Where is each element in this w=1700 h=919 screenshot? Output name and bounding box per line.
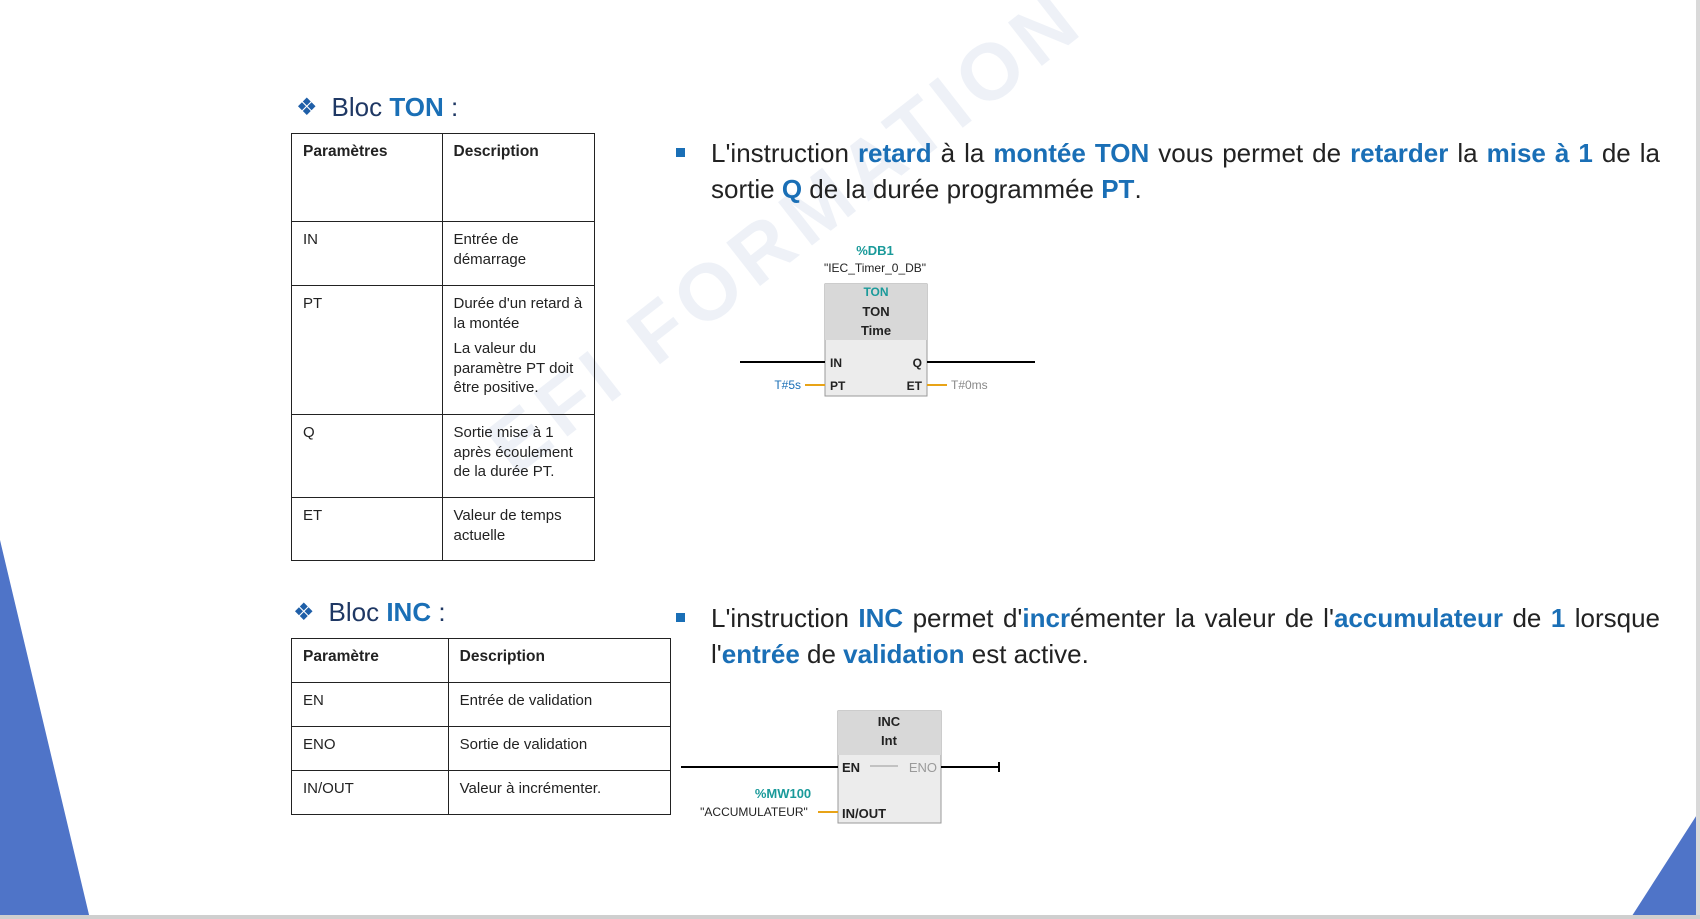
inc-parameter-table: Paramètre Description EN Entrée de valid… bbox=[291, 638, 672, 815]
inc-pin-eno: ENO bbox=[909, 760, 937, 775]
inc-description-bullet: L'instruction INC permet d'incrémenter l… bbox=[676, 600, 1660, 672]
param-description-line: Durée d'un retard à la montée bbox=[453, 295, 583, 332]
square-bullet-icon bbox=[676, 613, 685, 622]
ton-block-subtitle: Time bbox=[861, 323, 891, 338]
param-description: Sortie de validation bbox=[447, 726, 672, 771]
param-description: Valeur à incrémenter. bbox=[447, 770, 672, 815]
table-header-description: Description bbox=[447, 638, 672, 683]
square-bullet-icon bbox=[676, 148, 685, 157]
param-description: Entrée de démarrage bbox=[441, 221, 595, 286]
ton-block-title: TON bbox=[862, 304, 889, 319]
param-name: IN/OUT bbox=[291, 770, 449, 815]
param-name: ET bbox=[291, 497, 443, 561]
param-name: IN bbox=[291, 221, 443, 286]
table-row: IN/OUT Valeur à incrémenter. bbox=[291, 770, 672, 815]
table-row: PT Durée d'un retard à la montée La vale… bbox=[291, 285, 595, 415]
inc-description-text: L'instruction INC permet d'incrémenter l… bbox=[711, 603, 1661, 669]
param-name: PT bbox=[291, 285, 443, 415]
inc-pin-en: EN bbox=[842, 760, 860, 775]
param-name: ENO bbox=[291, 726, 449, 771]
inc-heading-text: Bloc INC : bbox=[328, 597, 446, 627]
param-description: Valeur de temps actuelle bbox=[441, 497, 595, 561]
table-row: Q Sortie mise à 1 après écoulement de la… bbox=[291, 414, 595, 498]
param-description: Entrée de validation bbox=[447, 682, 672, 727]
diamond-bullet-icon: ❖ bbox=[296, 94, 318, 121]
slide-edge-right bbox=[1696, 0, 1700, 919]
ton-block-diagram: %DB1 "IEC_Timer_0_DB" TON TON Time IN Q … bbox=[740, 243, 1035, 397]
corner-decoration-right bbox=[1630, 810, 1700, 919]
table-header-description: Description bbox=[441, 133, 595, 222]
ton-block-header bbox=[825, 284, 927, 340]
ton-pin-pt: PT bbox=[830, 379, 846, 393]
table-header-row: Paramètres Description bbox=[291, 133, 595, 222]
table-row: ENO Sortie de validation bbox=[291, 726, 672, 771]
ton-heading-text: Bloc TON : bbox=[331, 92, 459, 122]
table-header-row: Paramètre Description bbox=[291, 638, 672, 683]
ton-block-type: TON bbox=[863, 285, 888, 299]
inc-operand-name: "ACCUMULATEUR" bbox=[700, 805, 808, 819]
inc-block-diagram: INC Int EN ENO IN/OUT %MW100 "ACCUMULATE… bbox=[681, 710, 1000, 824]
param-description: Durée d'un retard à la montée La valeur … bbox=[441, 285, 595, 415]
ton-pin-q: Q bbox=[913, 356, 922, 370]
ton-description-text: L'instruction retard à la montée TON vou… bbox=[711, 138, 1660, 204]
inc-operand-address: %MW100 bbox=[755, 786, 811, 801]
ton-parameter-table: Paramètres Description IN Entrée de déma… bbox=[291, 133, 595, 561]
ton-description-bullet: L'instruction retard à la montée TON vou… bbox=[676, 135, 1660, 207]
table-header-param: Paramètre bbox=[291, 638, 449, 683]
param-name: Q bbox=[291, 414, 443, 498]
ton-db-address: %DB1 bbox=[856, 243, 894, 258]
corner-decoration-left bbox=[0, 540, 90, 919]
ton-pin-in: IN bbox=[830, 356, 842, 370]
table-row: ET Valeur de temps actuelle bbox=[291, 497, 595, 561]
inc-pin-inout: IN/OUT bbox=[842, 806, 886, 821]
ton-pt-value: T#5s bbox=[774, 378, 801, 392]
inc-block-subtitle: Int bbox=[881, 733, 898, 748]
inc-block-title: INC bbox=[878, 714, 901, 729]
ton-et-value: T#0ms bbox=[951, 378, 988, 392]
ton-db-name: "IEC_Timer_0_DB" bbox=[824, 261, 926, 275]
param-description: Sortie mise à 1 après écoulement de la d… bbox=[441, 414, 595, 498]
inc-block-header bbox=[838, 711, 941, 755]
param-name: EN bbox=[291, 682, 449, 727]
table-row: EN Entrée de validation bbox=[291, 682, 672, 727]
slide-edge-bottom bbox=[0, 915, 1700, 919]
ton-heading: ❖ Bloc TON : bbox=[296, 92, 458, 123]
diamond-bullet-icon: ❖ bbox=[293, 599, 315, 626]
table-header-param: Paramètres bbox=[291, 133, 443, 222]
ton-pin-et: ET bbox=[907, 379, 923, 393]
param-description-line: La valeur du paramètre PT doit être posi… bbox=[453, 340, 574, 396]
inc-heading: ❖ Bloc INC : bbox=[293, 597, 446, 628]
table-row: IN Entrée de démarrage bbox=[291, 221, 595, 286]
